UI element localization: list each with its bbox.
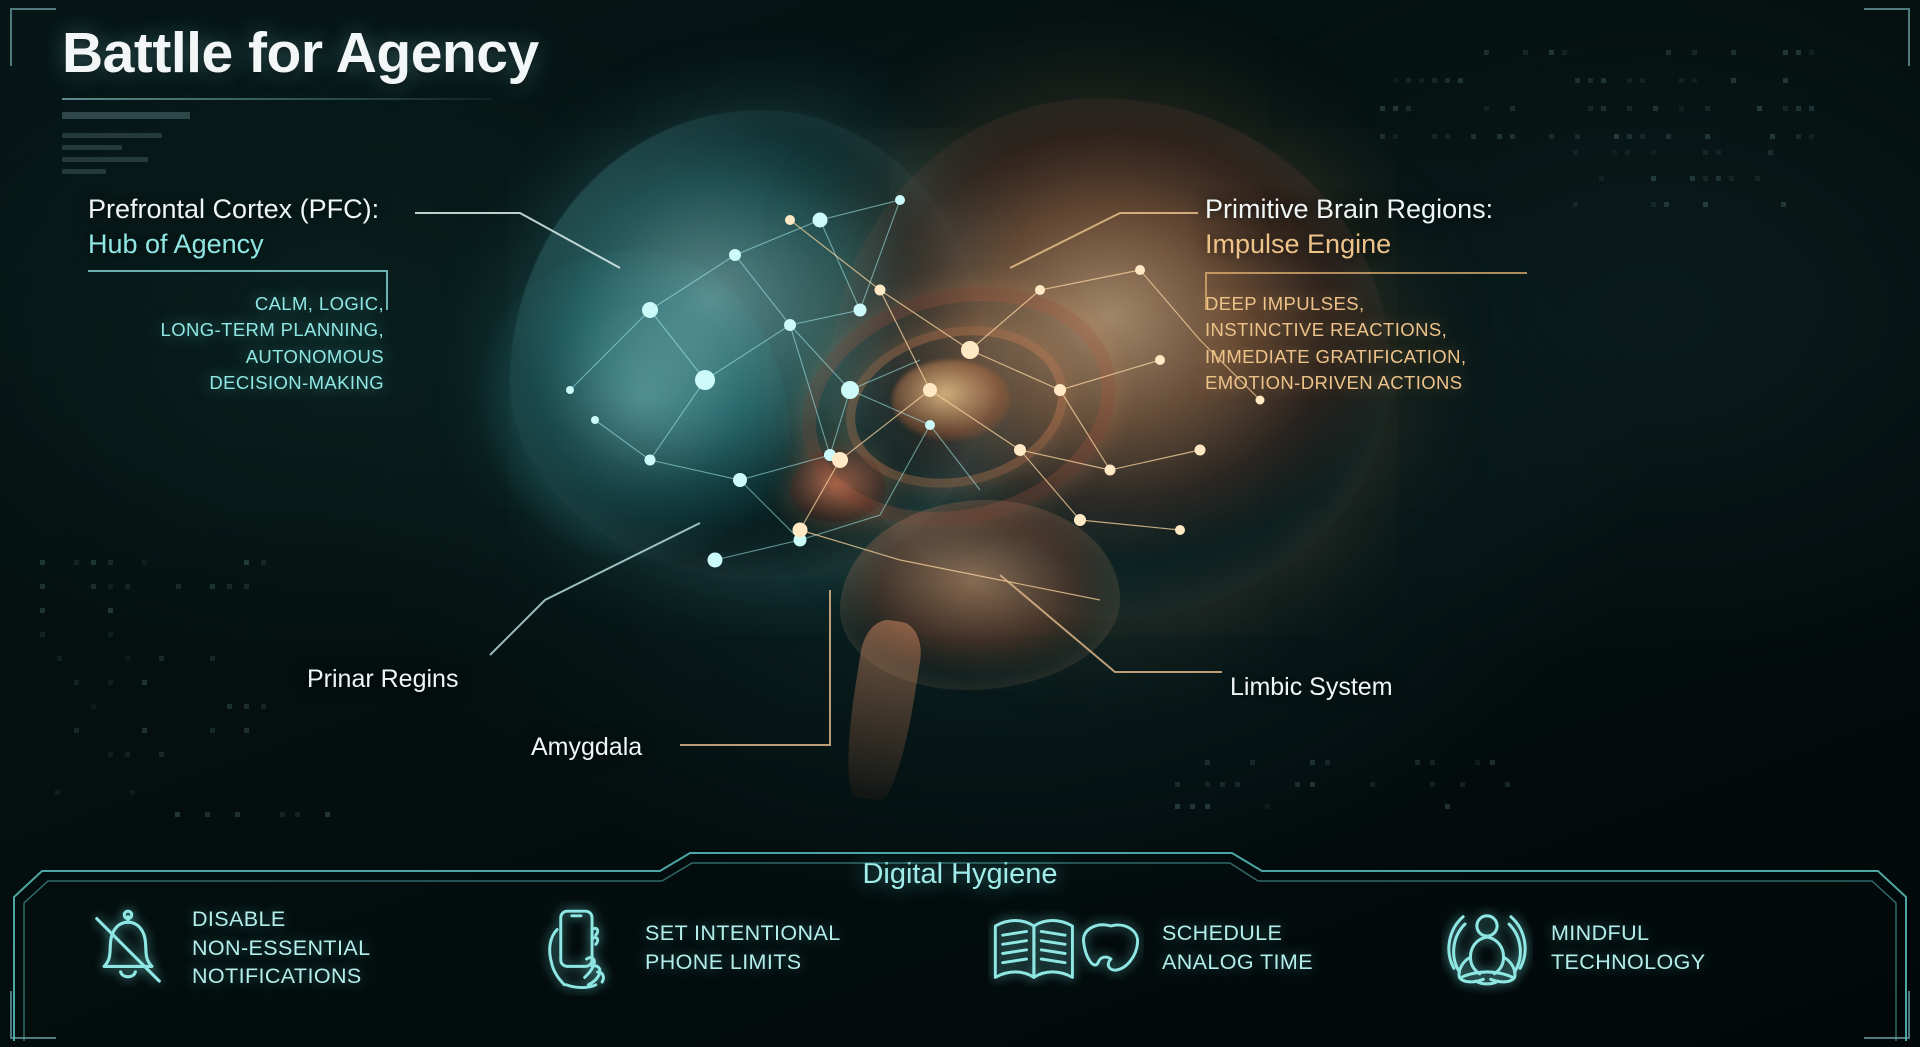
- primitive-title: Primitive Brain Regions:: [1205, 192, 1535, 227]
- hygiene-tip-text: DISABLE NON-ESSENTIAL NOTIFICATIONS: [192, 905, 370, 991]
- pin-label-primary-regions: Prinar Regins: [307, 665, 458, 694]
- pfc-attribute: AUTONOMOUS: [88, 344, 384, 370]
- pfc-bracket: [88, 270, 388, 310]
- title-underline: [62, 98, 492, 100]
- hand-phone-icon: [535, 900, 627, 996]
- bell-slash-icon: [82, 900, 174, 996]
- hygiene-tip[interactable]: MINDFUL TECHNOLOGY: [1441, 900, 1868, 996]
- hygiene-tip-text: SET INTENTIONAL PHONE LIMITS: [645, 919, 841, 976]
- primitive-subtitle: Impulse Engine: [1205, 227, 1535, 262]
- hygiene-tip[interactable]: DISABLE NON-ESSENTIAL NOTIFICATIONS: [82, 900, 509, 996]
- thalamus-glow: [892, 360, 1010, 440]
- decorative-code-lines: [62, 133, 232, 174]
- amygdala-structure: [790, 450, 886, 522]
- meditation-icon: [1441, 900, 1533, 996]
- primitive-attribute: IMMEDIATE GRATIFICATION,: [1205, 344, 1535, 370]
- pfc-attribute: DECISION-MAKING: [88, 370, 384, 396]
- pin-label-limbic-system: Limbic System: [1230, 673, 1393, 702]
- pin-label-amygdala: Amygdala: [531, 733, 642, 762]
- hygiene-tip[interactable]: SET INTENTIONAL PHONE LIMITS: [535, 900, 962, 996]
- frame-corner-top-left: [10, 8, 56, 66]
- hygiene-tip-text: SCHEDULE ANALOG TIME: [1162, 919, 1313, 976]
- pfc-title: Prefrontal Cortex (PFC):: [88, 192, 384, 227]
- page-title: Battlle for Agency: [62, 24, 539, 84]
- hygiene-tip-list: DISABLE NON-ESSENTIAL NOTIFICATIONS: [82, 900, 1868, 996]
- primitive-attribute: EMOTION-DRIVEN ACTIONS: [1205, 370, 1535, 396]
- frame-corner-top-right: [1864, 8, 1910, 66]
- title-accent-bar: [62, 112, 190, 119]
- hygiene-tip-text: MINDFUL TECHNOLOGY: [1551, 919, 1706, 976]
- pfc-attribute: LONG-TERM PLANNING,: [88, 317, 384, 343]
- book-sleepmask-icon: [988, 900, 1144, 996]
- primitive-attribute: INSTINCTIVE REACTIONS,: [1205, 317, 1535, 343]
- digital-hygiene-panel: DISABLE NON-ESSENTIAL NOTIFICATIONS: [12, 880, 1908, 1032]
- title-block: Battlle for Agency: [62, 24, 539, 174]
- primitive-bracket: [1205, 272, 1527, 310]
- pfc-subtitle: Hub of Agency: [88, 227, 384, 262]
- hygiene-tip[interactable]: SCHEDULE ANALOG TIME: [988, 900, 1415, 996]
- left-hemisphere-temporal-lobe: [460, 250, 790, 580]
